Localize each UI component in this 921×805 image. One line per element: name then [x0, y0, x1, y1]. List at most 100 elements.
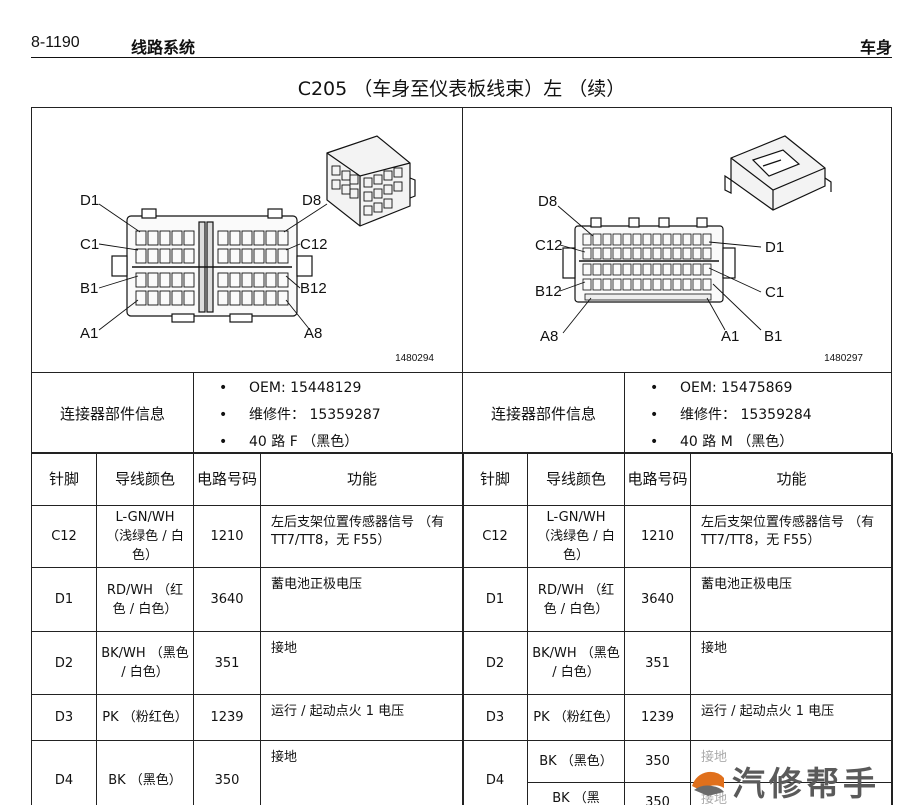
- function-cell: 蓄电池正极电压: [690, 567, 893, 632]
- table-row: D3 PK （粉红色） 1239 运行 / 起动点火 1 电压: [31, 694, 464, 741]
- circuit-cell: 3640: [624, 567, 691, 632]
- wire-color-cell: BK/WH （黑色 / 白色）: [527, 631, 625, 695]
- pinout-table-left: 针脚 导线颜色 电路号码 功能 C12 L-GN/WH （浅绿色 / 白色） 1…: [31, 453, 464, 805]
- connector-info-list: OEM: 15448129 维修件： 15359287 40 路 F （黑色）: [194, 373, 463, 456]
- circuit-cell: 351: [193, 631, 261, 695]
- wire-color-cell: BK （黑色）: [527, 740, 625, 783]
- figure-number: 1480297: [824, 353, 863, 364]
- column-header: 针脚: [462, 453, 528, 506]
- wire-color-cell: PK （粉红色）: [527, 694, 625, 741]
- function-cell: 运行 / 起动点火 1 电压: [690, 694, 893, 741]
- table-row: C12 L-GN/WH （浅绿色 / 白色） 1210 左后支架位置传感器信号 …: [31, 505, 464, 568]
- column-header: 电路号码: [624, 453, 691, 506]
- pinout-tables: 针脚 导线颜色 电路号码 功能 C12 L-GN/WH （浅绿色 / 白色） 1…: [31, 452, 893, 805]
- wire-color-cell: PK （粉红色）: [96, 694, 194, 741]
- pin-cell: D3: [31, 694, 97, 741]
- pin-label: A8: [540, 328, 558, 345]
- pin-label: A1: [721, 328, 739, 345]
- connector-drawing-left: D1 D8 C1 C12 B1 B12 A1 A8: [80, 135, 416, 342]
- pin-label: D8: [538, 193, 557, 210]
- function-cell: 接地: [690, 782, 893, 805]
- connector-info-item: 40 路 M （黑色）: [625, 429, 891, 456]
- pin-label: C1: [765, 284, 784, 301]
- pin-cell: C12: [462, 505, 528, 568]
- connector-3d-view-icon: [326, 135, 416, 227]
- pin-cell: C12: [31, 505, 97, 568]
- connector-info-label: 连接器部件信息: [32, 373, 194, 453]
- circuit-cell: 351: [624, 631, 691, 695]
- column-header: 针脚: [31, 453, 97, 506]
- wire-color-cell: L-GN/WH （浅绿色 / 白色）: [96, 505, 194, 568]
- watermark: 汽修帮手: [688, 757, 921, 805]
- pin-cell: D4: [462, 740, 528, 805]
- pin-label: C12: [300, 236, 328, 253]
- wire-color-cell: BK （黑: [527, 782, 625, 805]
- function-cell: 接地: [690, 631, 893, 695]
- table-row: D1 RD/WH （红色 / 白色） 3640 蓄电池正极电压: [462, 567, 893, 632]
- pin-cell: D4: [31, 740, 97, 805]
- pin-label: B1: [80, 280, 98, 297]
- connector-info-label: 连接器部件信息: [463, 373, 625, 453]
- table-row: D4 BK （黑色） 350 接地: [31, 740, 464, 805]
- circuit-cell: 350: [624, 740, 691, 783]
- connector-info-item: OEM: 15475869: [625, 375, 891, 402]
- connector-info-item: 维修件： 15359287: [194, 402, 462, 429]
- pinout-table-right: 针脚 导线颜色 电路号码 功能 C12 L-GN/WH （浅绿色 / 白色） 1…: [462, 453, 893, 805]
- table-row: D2 BK/WH （黑色 / 白色） 351 接地: [462, 631, 893, 695]
- wire-color-cell: RD/WH （红色 / 白色）: [527, 567, 625, 632]
- connector-diagram-left: D1 D8 C1 C12 B1 B12 A1 A8 1480294: [32, 108, 463, 372]
- diagram-row: D1 D8 C1 C12 B1 B12 A1 A8 1480294: [32, 108, 891, 372]
- function-cell: 蓄电池正极电压: [260, 567, 464, 632]
- page-header: 8-1190 线路系统 车身: [31, 32, 892, 58]
- connector-info-row: 连接器部件信息 OEM: 15448129 维修件： 15359287 40 路…: [32, 372, 891, 456]
- column-header: 功能: [690, 453, 893, 506]
- pin-label: B12: [535, 283, 562, 300]
- table-row: BK （黑 350 接地: [463, 782, 893, 805]
- pin-label: D8: [302, 192, 321, 209]
- figure-number: 1480294: [395, 353, 434, 364]
- function-cell: 接地: [260, 740, 464, 805]
- section-title: 线路系统: [131, 38, 196, 57]
- function-cell: 左后支架位置传感器信号 （有 TT7/TT8，无 F55）: [690, 505, 893, 568]
- connector-info-item: 40 路 F （黑色）: [194, 429, 462, 456]
- circuit-cell: 1210: [624, 505, 691, 568]
- connector-face: [562, 217, 736, 303]
- circuit-cell: 1239: [624, 694, 691, 741]
- pin-label: A1: [80, 325, 98, 342]
- connector-frame: D1 D8 C1 C12 B1 B12 A1 A8 1480294: [31, 107, 893, 805]
- pin-label: C1: [80, 236, 99, 253]
- connector-info-item: 维修件： 15359284: [625, 402, 891, 429]
- connector-diagram-right: D8 C12 D1 B12 C1 A8 A1 B1 1480297: [463, 108, 891, 372]
- circuit-cell: 350: [193, 740, 261, 805]
- table-row: C12 L-GN/WH （浅绿色 / 白色） 1210 左后支架位置传感器信号 …: [462, 505, 893, 568]
- pin-cell: D1: [462, 567, 528, 632]
- function-cell: 左后支架位置传感器信号 （有 TT7/TT8，无 F55）: [260, 505, 464, 568]
- pin-cell: D2: [462, 631, 528, 695]
- wire-color-cell: BK （黑色）: [96, 740, 194, 805]
- pin-cell: D1: [31, 567, 97, 632]
- column-header: 功能: [260, 453, 464, 506]
- function-cell: 接地: [260, 631, 464, 695]
- column-header: 导线颜色: [527, 453, 625, 506]
- wire-color-cell: L-GN/WH （浅绿色 / 白色）: [527, 505, 625, 568]
- table-row: D3 PK （粉红色） 1239 运行 / 起动点火 1 电压: [462, 694, 893, 741]
- column-header: 导线颜色: [96, 453, 194, 506]
- function-cell: 接地: [690, 740, 893, 783]
- pin-cell: D3: [462, 694, 528, 741]
- document-title: C205 （车身至仪表板线束）左 （续）: [297, 78, 626, 100]
- table-row: D4 BK （黑色） 350 接地: [462, 740, 893, 805]
- connector-3d-view-icon: [724, 135, 832, 211]
- pin-label: D1: [80, 192, 99, 209]
- pin-leader-lines: [98, 203, 328, 331]
- pin-label: B12: [300, 280, 327, 297]
- pin-label: C12: [535, 237, 563, 254]
- connector-info-list: OEM: 15475869 维修件： 15359284 40 路 M （黑色）: [625, 373, 891, 456]
- wire-color-cell: RD/WH （红色 / 白色）: [96, 567, 194, 632]
- watermark-text: 汽修帮手: [732, 764, 880, 803]
- circuit-cell: 3640: [193, 567, 261, 632]
- page-number: 8-1190: [31, 34, 80, 51]
- wire-color-cell: BK/WH （黑色 / 白色）: [96, 631, 194, 695]
- circuit-cell: 1210: [193, 505, 261, 568]
- pin-label: D1: [765, 239, 784, 256]
- watermark-logo-icon: [692, 771, 724, 796]
